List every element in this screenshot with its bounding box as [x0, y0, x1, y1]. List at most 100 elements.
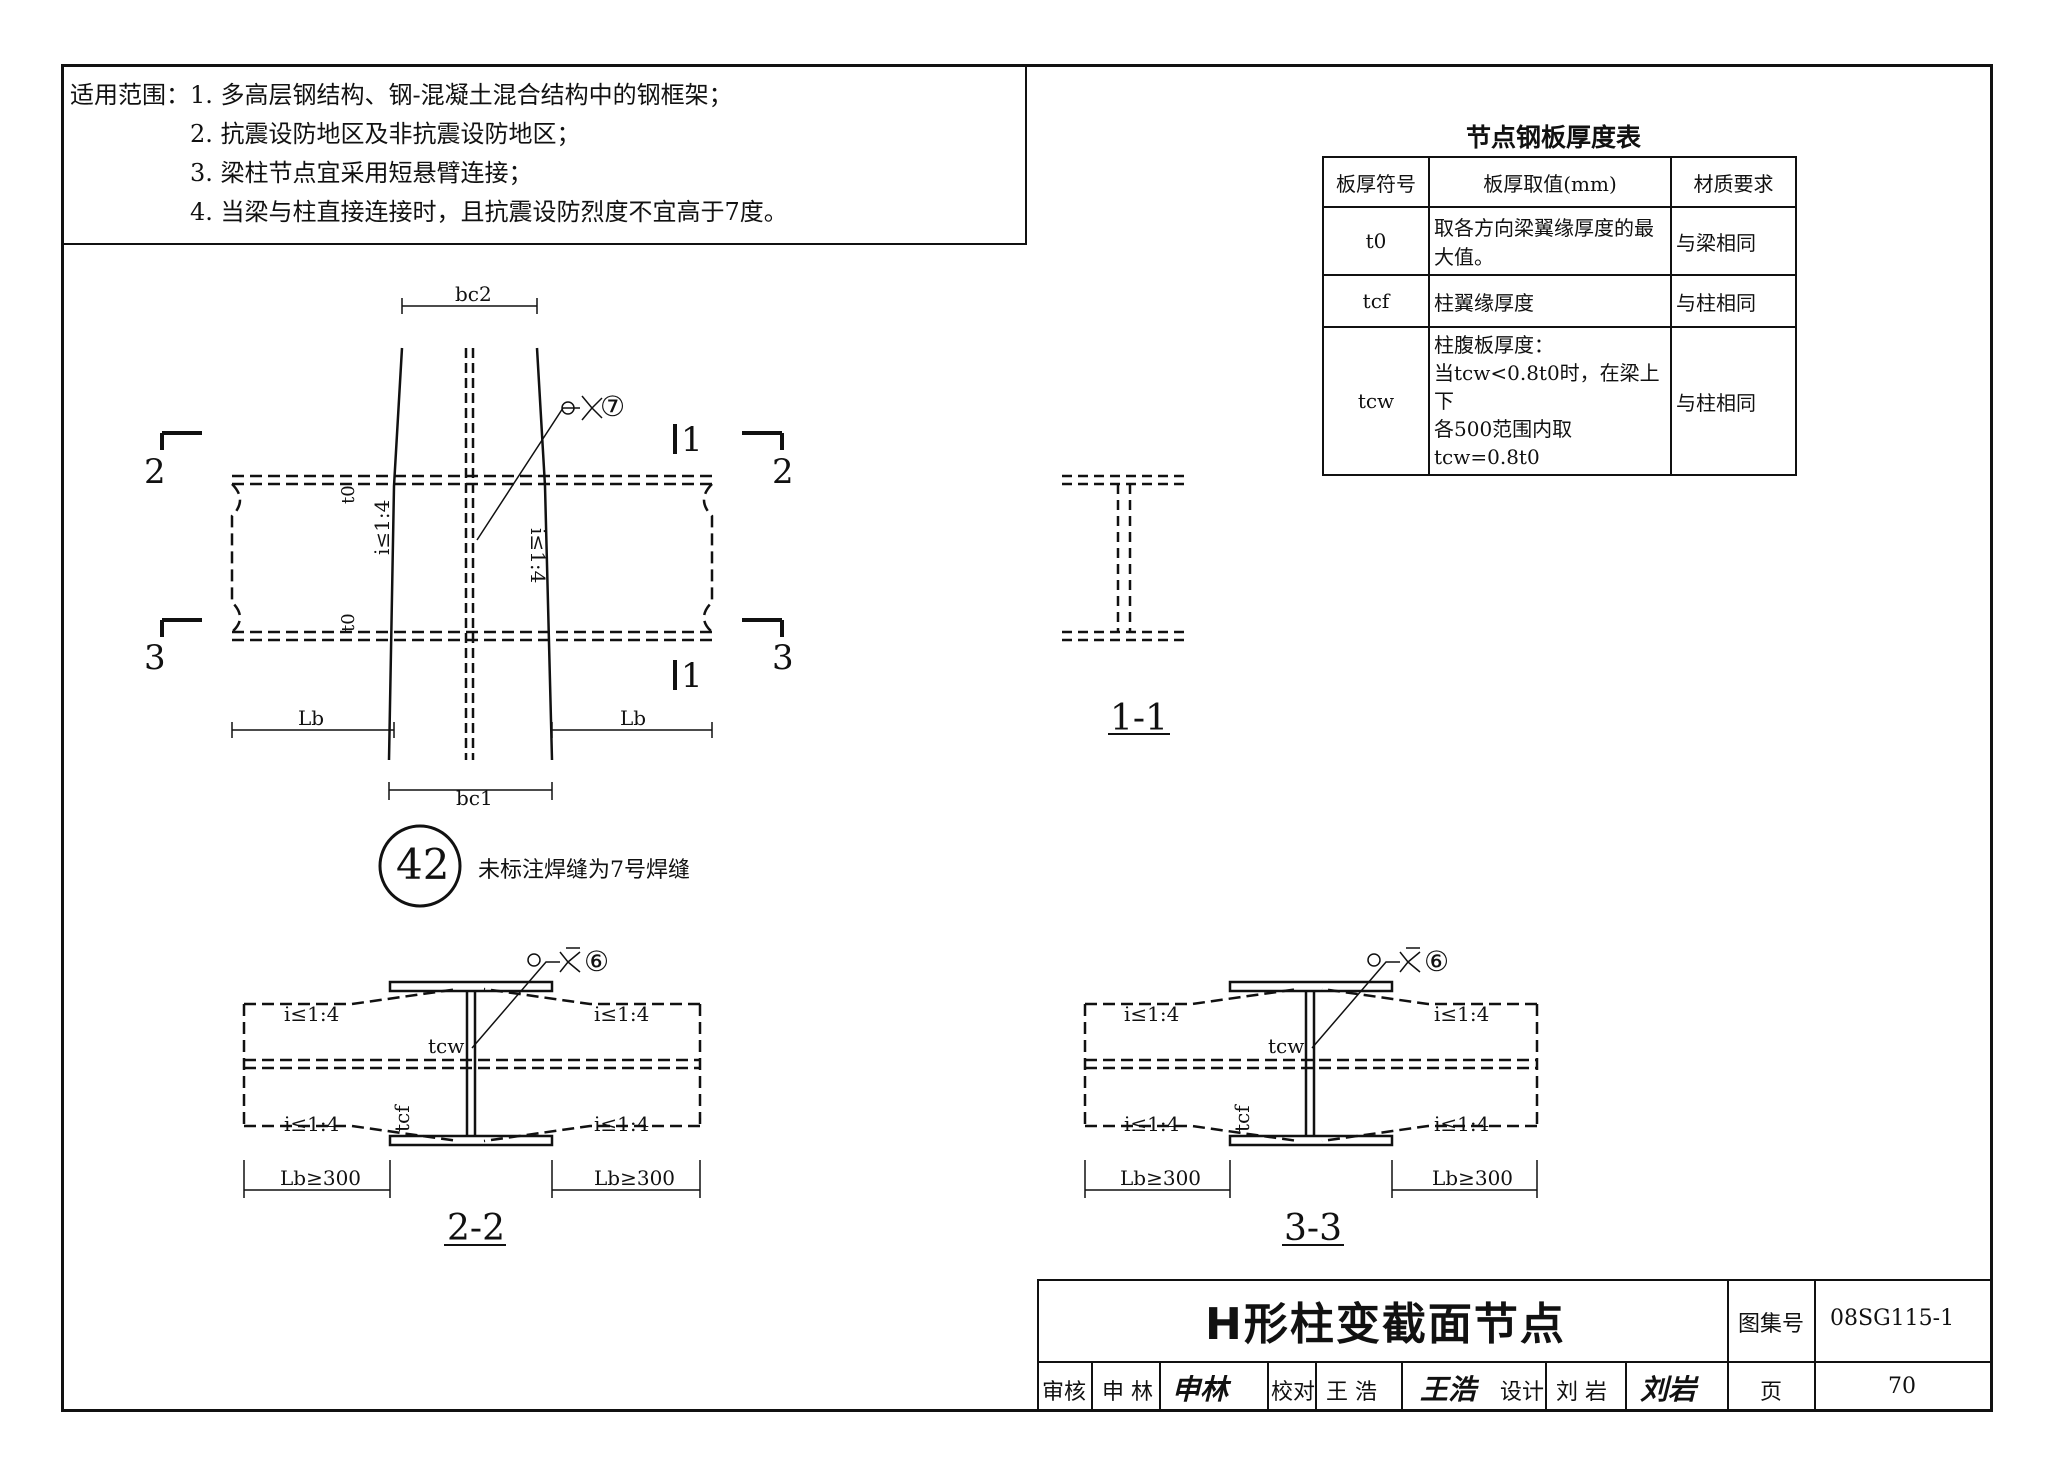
table-cell-value: 柱腹板厚度： 当tcw<0.8t0时，在梁上下 各500范围内取tcw=0.8t…: [1428, 326, 1672, 476]
weld-mark-7: ⑦: [600, 390, 626, 423]
design-label: 设计: [1500, 1380, 1545, 1405]
atlas-number: 08SG115-1: [1830, 1306, 1955, 1331]
scope-box: [61, 64, 1027, 245]
slope-label: i≤1:4: [594, 1112, 650, 1136]
dim-lb-right: [551, 722, 713, 738]
column-top-flange: [388, 980, 554, 993]
column-bottom-flange: [1228, 1134, 1394, 1147]
table-cell-line: 各500范围内取tcw=0.8t0: [1434, 417, 1573, 469]
weld-mark-6: ⑥: [584, 945, 610, 978]
scope-item: 4. 当梁与柱直接连接时，且抗震设防烈度不宜高于7度。: [190, 198, 788, 226]
checker-name: 王 浩: [1326, 1380, 1377, 1405]
section-marker-2-right: [742, 431, 784, 450]
table-header: 板厚取值(mm): [1428, 156, 1672, 208]
weld-mark-6: ⑥: [1424, 945, 1450, 978]
section-2-2-drawing: [242, 947, 702, 1246]
beam-bottom-flange: [232, 630, 712, 642]
scope-item: 3. 梁柱节点宜采用短悬臂连接；: [190, 159, 533, 187]
column-right-edge: [535, 347, 554, 761]
table-cell-value: 取各方向梁翼缘厚度的最大值。: [1428, 206, 1672, 276]
column-web: [1304, 991, 1316, 1136]
dim-lb-left-label: Lb: [298, 706, 325, 730]
section-marker-2-left: [160, 431, 202, 450]
tcf-label: tcf: [390, 1105, 414, 1132]
table-cell-symbol: t0: [1322, 206, 1430, 276]
drawing-frame: [61, 64, 1993, 1412]
t0-top-label: t0: [338, 485, 359, 504]
scope-item: 2. 抗震设防地区及非抗震设防地区；: [190, 120, 581, 148]
table-cell-material: 与梁相同: [1670, 206, 1797, 276]
dim-lb-right-label: Lb: [620, 706, 647, 730]
title-block-grid: [1037, 1279, 1993, 1412]
section-1-top-label: 1: [681, 420, 703, 460]
dim-lb: [243, 1160, 701, 1198]
elevation-drawing: [160, 298, 784, 908]
beam-web: [244, 1058, 700, 1070]
slope-label-right: i≤1:4: [526, 528, 550, 584]
page-label: 页: [1760, 1380, 1783, 1405]
section-2-right-label: 2: [772, 452, 794, 492]
weld-note: 未标注焊缝为7号焊缝: [478, 858, 690, 883]
column-left-edge: [387, 347, 404, 761]
section-2-2-title: 2-2: [447, 1208, 505, 1249]
table-cell-symbol: tcw: [1322, 326, 1430, 476]
dim-bc1: [388, 782, 553, 800]
plate-thickness-table: 板厚符号 板厚取值(mm) 材质要求 t0 取各方向梁翼缘厚度的最大值。 与梁相…: [1322, 156, 1797, 476]
section-marker-3-left: [160, 618, 202, 637]
table-cell-value: 柱翼缘厚度: [1428, 274, 1672, 328]
column-web: [465, 991, 477, 1136]
dim-lb-label: Lb≥300: [280, 1166, 362, 1190]
slope-label: i≤1:4: [1124, 1002, 1180, 1026]
slope-label: i≤1:4: [1124, 1112, 1180, 1136]
tcf-label: tcf: [1230, 1105, 1254, 1132]
beam-outline-left: [244, 987, 459, 1143]
check-label: 校对: [1271, 1380, 1316, 1405]
beam-top-flange: [232, 474, 712, 486]
checker-signature: 王浩: [1420, 1373, 1477, 1406]
slope-label: i≤1:4: [284, 1002, 340, 1026]
section-3-3-title: 3-3: [1284, 1208, 1342, 1249]
beam-outline-right: [483, 987, 700, 1143]
beam-outline-right: [1321, 987, 1537, 1143]
column-top-flange: [1228, 980, 1394, 993]
section-3-left-label: 3: [144, 638, 166, 678]
reviewer-name: 申 林: [1102, 1380, 1153, 1405]
slope-label: i≤1:4: [1434, 1002, 1490, 1026]
table-cell-line: 柱腹板厚度：: [1434, 333, 1554, 357]
tcw-label: tcw: [1268, 1034, 1305, 1058]
dim-lb-label: Lb≥300: [1120, 1166, 1202, 1190]
designer-signature: 刘岩: [1640, 1373, 1697, 1406]
review-label: 审核: [1042, 1380, 1087, 1405]
slope-label: i≤1:4: [594, 1002, 650, 1026]
table-cell-line: 当tcw<0.8t0时，在梁上下: [1434, 361, 1660, 413]
reviewer-signature: 申林: [1172, 1373, 1229, 1406]
beam-right-end: [702, 483, 714, 633]
section-1-1-drawing: [1062, 474, 1186, 735]
section-3-3-drawing: [1083, 947, 1539, 1246]
dim-bc1-label: bc1: [456, 786, 493, 810]
t0-bottom-label: t0: [338, 613, 359, 632]
dim-bc2: [401, 298, 538, 314]
tcw-label: tcw: [428, 1034, 465, 1058]
node-number: 42: [396, 840, 450, 889]
table-cell-symbol: tcf: [1322, 274, 1430, 328]
scope-notes: 适用范围：1. 多高层钢结构、钢-混凝土混合结构中的钢框架； 2. 抗震设防地区…: [70, 76, 788, 232]
table-header: 板厚符号: [1322, 156, 1430, 208]
weld-leader-6: [471, 961, 560, 1049]
section-2-left-label: 2: [144, 452, 166, 492]
section-1-bottom-label: 1: [681, 656, 703, 696]
table-title: 节点钢板厚度表: [1466, 123, 1642, 152]
section-marker-3-right: [742, 618, 784, 637]
table-header: 材质要求: [1670, 156, 1797, 208]
slope-label: i≤1:4: [1434, 1112, 1490, 1136]
weld-leader-6: [1311, 961, 1400, 1049]
scope-label: 适用范围：: [70, 81, 190, 109]
table-cell-material: 与柱相同: [1670, 326, 1797, 476]
page-number: 70: [1888, 1374, 1916, 1399]
slope-label: i≤1:4: [284, 1112, 340, 1136]
title-block: [1037, 1279, 1993, 1412]
atlas-label: 图集号: [1738, 1312, 1805, 1337]
table-cell-material: 与柱相同: [1670, 274, 1797, 328]
dim-lb: [1084, 1160, 1538, 1198]
